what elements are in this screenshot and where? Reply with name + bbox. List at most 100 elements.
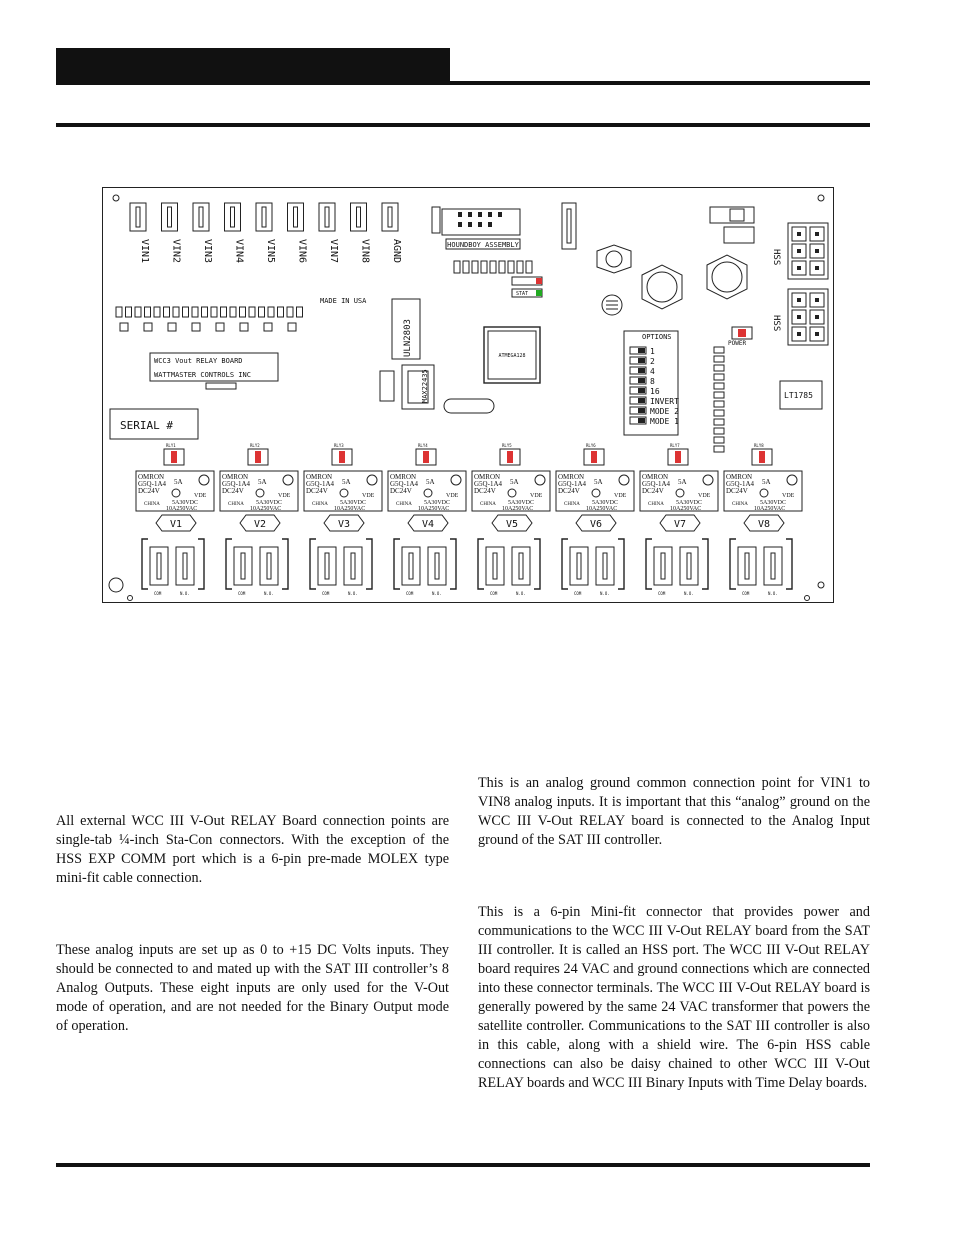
relay-led — [759, 451, 765, 463]
terminal-no-label: N.O. — [600, 591, 610, 596]
capacitor — [263, 322, 273, 332]
relay-origin: CHINA — [648, 502, 664, 507]
relay-rating-2: 10A250VAC — [586, 506, 617, 512]
serial-label: SERIAL # — [120, 419, 173, 432]
vin-terminal — [381, 202, 399, 232]
resistor — [115, 306, 123, 318]
options-title: OPTIONS — [642, 333, 672, 341]
relay-origin: CHINA — [396, 502, 412, 507]
capacitor — [191, 322, 201, 332]
relay-led — [507, 451, 513, 463]
vin-terminal — [129, 202, 147, 232]
dip-option-label: 16 — [650, 387, 660, 396]
lt-chip-label: LT1785 — [784, 391, 813, 400]
connector-label: HOUNDBOY ASSEMBLY — [447, 241, 519, 249]
relay-part: G5Q-1A4 — [138, 480, 166, 488]
relay-brand: OMRON — [558, 473, 584, 481]
led — [713, 427, 725, 435]
relay-rating-1: 5A30VDC — [592, 500, 618, 506]
resistor — [144, 306, 151, 318]
dip-option-label: MODE 2 — [650, 407, 679, 416]
relay-rating-1: 5A30VDC — [676, 500, 702, 506]
vin-label: AGND — [391, 239, 402, 263]
resistor — [286, 306, 294, 318]
resistor — [191, 306, 199, 318]
hss-connector — [787, 222, 829, 280]
relay-rating-1: 5A30VDC — [172, 500, 198, 506]
relay-terminal — [763, 546, 783, 586]
relay-led-label: RLY8 — [754, 443, 764, 448]
status-led-column — [713, 346, 725, 453]
relay-coil: DC24V — [222, 487, 244, 495]
relay-part: G5Q-1A4 — [474, 480, 502, 488]
led — [713, 373, 725, 381]
terminal-no-label: N.O. — [432, 591, 442, 596]
resistor-array: STAT — [115, 260, 543, 332]
relay-amp: 5A — [510, 478, 519, 486]
resistor — [462, 260, 470, 274]
vin-label: VIN3 — [202, 239, 213, 263]
relay-vde: VDE — [362, 493, 375, 499]
relay-part: G5Q-1A4 — [222, 480, 250, 488]
vin-label: VIN4 — [234, 239, 245, 263]
relay — [639, 470, 719, 512]
resistor — [163, 306, 170, 318]
capacitor — [119, 322, 129, 332]
capacitor — [167, 322, 177, 332]
vin-label: VIN6 — [297, 239, 308, 263]
relay-amp: 5A — [258, 478, 267, 486]
relay-part: G5Q-1A4 — [726, 480, 754, 488]
vin-label: VIN7 — [328, 239, 339, 263]
relay-led-label: RLY3 — [334, 443, 344, 448]
board-title-line2: WATTMASTER CONTROLS INC — [154, 371, 251, 379]
socket-chip-label: MAX22435 — [421, 369, 429, 403]
vin-terminal — [287, 202, 304, 232]
uln-chip-label: ULN2803 — [403, 319, 413, 357]
led — [713, 409, 725, 417]
relay-led-label: RLY6 — [586, 443, 596, 448]
relay-led — [171, 451, 177, 463]
dip-option-label: MODE 1 — [650, 417, 679, 426]
relay-brand: OMRON — [726, 473, 752, 481]
resistor — [172, 306, 180, 318]
terminal-com-label: COM — [658, 591, 666, 596]
header-rule-lower — [56, 123, 870, 127]
dip-option-label: INVERT — [650, 397, 679, 406]
resistor — [453, 260, 461, 274]
right-paragraph-1: This is an analog ground common connecti… — [478, 775, 870, 848]
vin-terminal — [192, 202, 210, 232]
dip-option-label: 4 — [650, 367, 655, 376]
mcu-label: ATMEGA128 — [498, 353, 525, 359]
terminal-com-label: COM — [406, 591, 414, 596]
relay-amp: 5A — [678, 478, 687, 486]
relay-output-label: V1 — [170, 519, 182, 530]
relay-led-label: RLY1 — [166, 443, 176, 448]
resistor — [134, 306, 142, 318]
led — [713, 436, 725, 444]
led — [713, 418, 725, 426]
resistor — [480, 260, 488, 274]
relay-rating-1: 5A30VDC — [508, 500, 534, 506]
led — [713, 400, 725, 408]
relay — [135, 470, 215, 512]
relay-vde: VDE — [278, 493, 291, 499]
relay — [555, 470, 635, 512]
terminal-com-label: COM — [742, 591, 750, 596]
relay-rating-1: 5A30VDC — [340, 500, 366, 506]
left-paragraph-1: All external WCC III V-Out RELAY Board c… — [56, 813, 449, 886]
relay-rating-2: 10A250VAC — [754, 506, 785, 512]
resistor — [507, 260, 515, 274]
led — [713, 346, 725, 354]
relay-amp: 5A — [342, 478, 351, 486]
relay-part: G5Q-1A4 — [558, 480, 586, 488]
terminal-no-label: N.O. — [768, 591, 778, 596]
relay-led — [339, 451, 345, 463]
relay-terminal — [679, 546, 699, 586]
resistor — [153, 306, 161, 318]
relay-origin: CHINA — [564, 502, 580, 507]
relay-vde: VDE — [446, 493, 459, 499]
terminal-com-label: COM — [154, 591, 162, 596]
